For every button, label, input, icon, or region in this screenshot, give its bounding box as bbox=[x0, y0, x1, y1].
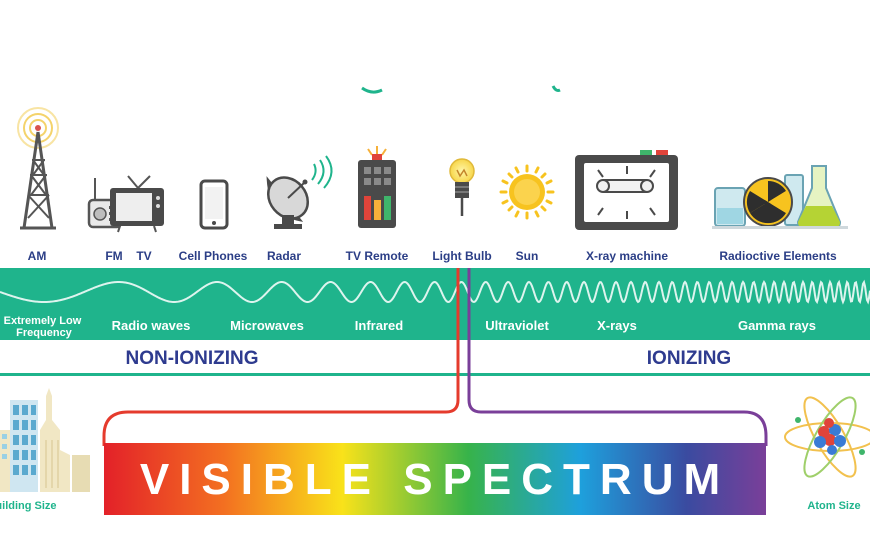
band-label-x-rays: X-rays bbox=[597, 318, 637, 333]
radioactive-flasks-icon bbox=[712, 165, 848, 229]
band-label-radio-waves: Radio waves bbox=[112, 318, 191, 333]
visible-spectrum-bar bbox=[104, 443, 766, 515]
band-label-infrared: Infrared bbox=[355, 318, 403, 333]
source-label-tv: TV bbox=[136, 249, 151, 263]
television-icon bbox=[110, 175, 164, 233]
visible-light-connector bbox=[102, 268, 768, 446]
radio-tower-icon bbox=[17, 107, 59, 230]
source-label-fm: FM bbox=[105, 249, 122, 263]
source-label-light-bulb: Light Bulb bbox=[432, 249, 491, 263]
non-ionizing-label: NON-IONIZING bbox=[126, 348, 259, 369]
source-label-tv-remote: TV Remote bbox=[346, 249, 409, 263]
buildings-icon bbox=[0, 388, 90, 492]
light-bulb-icon bbox=[449, 158, 475, 216]
ionizing-label: IONIZING bbox=[647, 348, 731, 369]
atom-size-label: Atom Size bbox=[807, 500, 860, 512]
atom-icon bbox=[784, 396, 870, 478]
source-label-am: AM bbox=[28, 249, 47, 263]
spectrum-wave bbox=[0, 279, 870, 305]
radar-dish-icon bbox=[266, 155, 333, 229]
source-label-radioactive-elements: Radioctive Elements bbox=[719, 249, 837, 263]
building-size-label: Building Size bbox=[0, 500, 57, 512]
x-ray-machine-icon bbox=[575, 150, 678, 230]
band-label-gamma-rays: Gamma rays bbox=[738, 318, 816, 333]
band-label-ultraviolet: Ultraviolet bbox=[485, 318, 549, 333]
visible-spectrum-title: VISIBLE SPECTRUM bbox=[140, 455, 730, 504]
source-label-cell-phones: Cell Phones bbox=[179, 249, 248, 263]
sun-icon bbox=[499, 164, 555, 220]
band-label-extremely-low-frequency: Extremely Low Frequency bbox=[4, 315, 85, 339]
cropped-heading-fragment bbox=[361, 85, 561, 94]
source-label-radar: Radar bbox=[267, 249, 301, 263]
separator-line bbox=[0, 373, 870, 376]
spectrum-band bbox=[0, 268, 870, 340]
source-label-x-ray-machine: X-ray machine bbox=[586, 249, 668, 263]
source-label-sun: Sun bbox=[516, 249, 539, 263]
band-label-microwaves: Microwaves bbox=[230, 318, 304, 333]
tv-remote-icon bbox=[358, 146, 396, 228]
cell-phone-icon bbox=[199, 179, 229, 230]
